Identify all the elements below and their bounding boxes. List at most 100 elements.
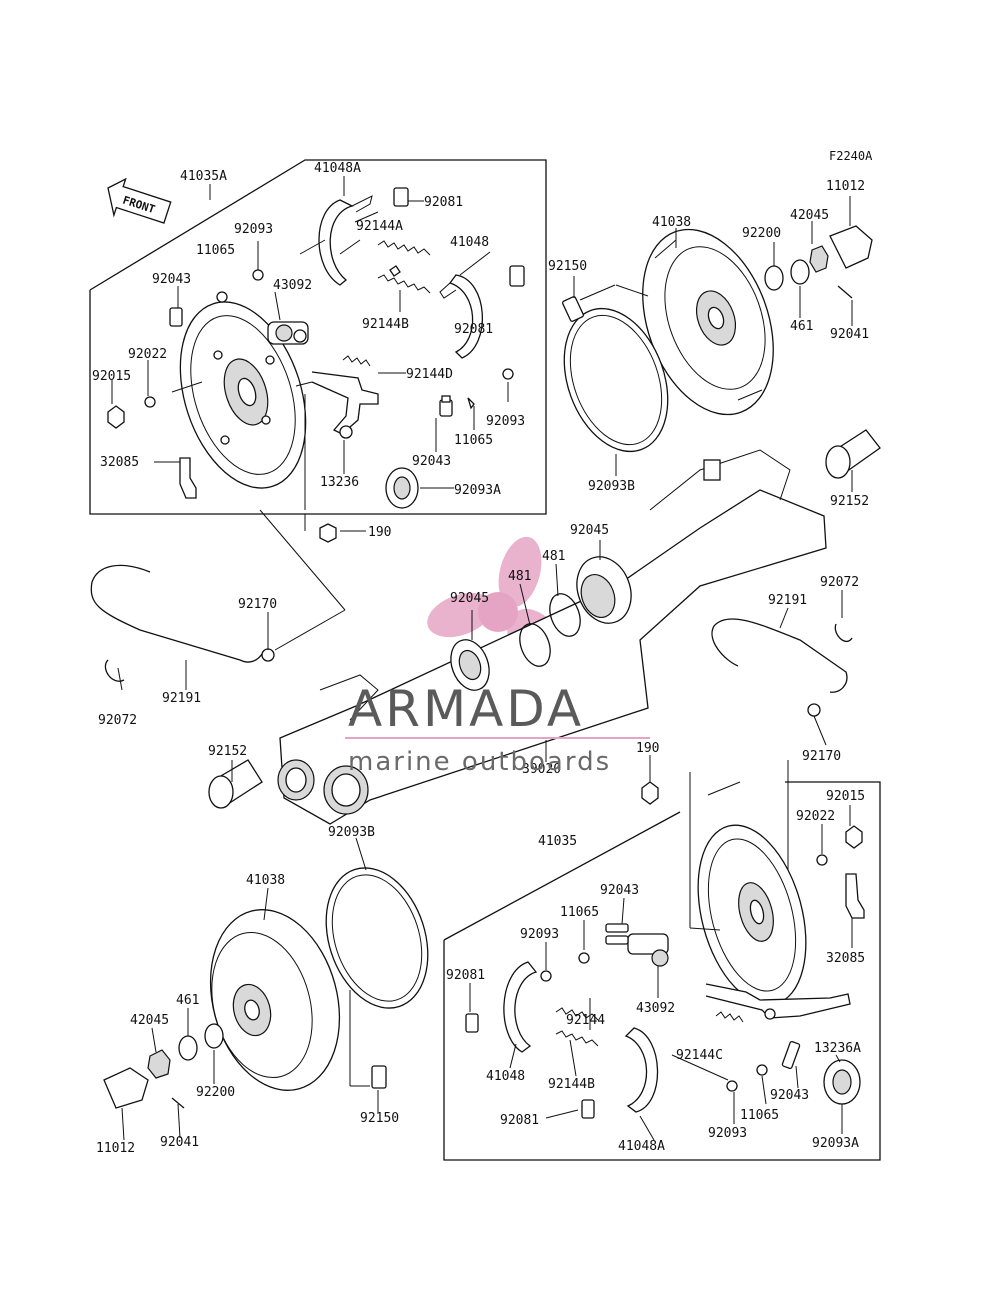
part-label: 11065 [196, 243, 235, 258]
part-label: 92200 [196, 1085, 235, 1100]
brake-shoe-41048 [439, 274, 483, 359]
part-label: 41048A [618, 1139, 665, 1154]
part-label: 92150 [360, 1111, 399, 1126]
part-label: 92081 [454, 322, 493, 337]
part-label: 481 [508, 569, 531, 584]
part-label: 190 [636, 741, 659, 756]
watermark-tagline: marine outboards [348, 747, 611, 777]
brake-panel-right [697, 824, 807, 1006]
part-label: 461 [790, 319, 813, 334]
part-label: 92093 [520, 927, 559, 942]
part-label: 92144C [676, 1048, 723, 1063]
part-label: 92072 [98, 713, 137, 728]
part-label: 92144A [356, 219, 403, 234]
part-label: 11012 [96, 1141, 135, 1156]
part-label: 41048 [486, 1069, 525, 1084]
breather-hose-right [711, 618, 853, 717]
part-label: 92144 [566, 1013, 605, 1028]
brake-drum-lower [209, 909, 341, 1091]
part-label: 92200 [742, 226, 781, 241]
part-label: 11012 [826, 179, 865, 194]
part-label: 92041 [830, 327, 869, 342]
seal-92093b-lower [325, 867, 429, 1009]
front-label: FRONT [121, 194, 157, 217]
part-label: 32085 [826, 951, 865, 966]
part-label: 92093A [812, 1136, 859, 1151]
brake-cam-43092 [267, 321, 309, 345]
part-label: 92144B [548, 1077, 595, 1092]
part-label: 41048A [314, 161, 361, 176]
part-label: 41035A [180, 169, 227, 184]
part-label: 92081 [446, 968, 485, 983]
part-label: 41038 [652, 215, 691, 230]
part-label: 92041 [160, 1135, 199, 1150]
bushing-92152-upper [825, 429, 881, 479]
part-label: 92093 [234, 222, 273, 237]
part-label: 481 [542, 549, 565, 564]
part-label: 190 [368, 525, 391, 540]
figure-code: F2240A [829, 149, 873, 163]
part-label: 92043 [152, 272, 191, 287]
part-label: 92072 [820, 575, 859, 590]
bottom-right-assembly-frame [443, 781, 881, 1161]
part-label: 92093 [486, 414, 525, 429]
part-label: 92152 [208, 744, 247, 759]
part-label: 461 [176, 993, 199, 1008]
part-label: 92081 [424, 195, 463, 210]
part-label: 92093 [708, 1126, 747, 1141]
brake-shoe-41048a [318, 195, 373, 286]
part-label: 92022 [796, 809, 835, 824]
part-label: 11065 [454, 433, 493, 448]
part-label: 92093A [454, 483, 501, 498]
springs-upper [342, 240, 431, 367]
axle-housing-39020 [277, 449, 827, 825]
brake-lever-13236 [311, 371, 379, 439]
part-label: 11065 [740, 1108, 779, 1123]
brake-cam-43092-lower [605, 933, 669, 967]
part-label: 92043 [770, 1088, 809, 1103]
part-label: 41035 [538, 834, 577, 849]
part-label: 43092 [636, 1001, 675, 1016]
part-label: 42045 [130, 1013, 169, 1028]
part-label: 92144B [362, 317, 409, 332]
small-parts-right [540, 825, 865, 1105]
part-number-labels: 41035A41048A92081920931106592144A4104892… [92, 161, 869, 1156]
part-label: 92015 [826, 789, 865, 804]
leader-lines [111, 176, 853, 1141]
brake-shoes-lower [465, 961, 659, 1119]
part-label: 92191 [768, 593, 807, 608]
part-label: 92045 [450, 591, 489, 606]
bushing-92152-lower [208, 759, 263, 809]
watermark-brand: ARMADA [348, 680, 584, 738]
part-label: 32085 [100, 455, 139, 470]
small-parts-left [107, 187, 525, 543]
part-label: 13236A [814, 1041, 861, 1056]
part-label: 92191 [162, 691, 201, 706]
part-label: 92093B [588, 479, 635, 494]
part-label: 13236 [320, 475, 359, 490]
part-label: 43092 [273, 278, 312, 293]
part-label: 39020 [522, 762, 561, 777]
part-label: 92043 [600, 883, 639, 898]
part-label: 42045 [790, 208, 829, 223]
part-label: 41038 [246, 873, 285, 888]
bearing-92045-left [450, 639, 490, 691]
hub-parts-lower [103, 781, 659, 1109]
part-label: 92043 [412, 454, 451, 469]
part-label: 41048 [450, 235, 489, 250]
brake-panel-left [179, 301, 307, 489]
seal-92093b-upper [563, 307, 669, 453]
part-label: 92022 [128, 347, 167, 362]
brake-drum-upper [642, 228, 774, 416]
part-label: 92170 [238, 597, 277, 612]
part-label: 11065 [560, 905, 599, 920]
part-label: 92150 [548, 259, 587, 274]
part-label: 92144D [406, 367, 453, 382]
brake-lever-13236a [705, 983, 851, 1020]
top-left-assembly-frame [89, 159, 547, 515]
hub-parts-upper [562, 225, 873, 322]
breather-hose-left [90, 564, 275, 682]
part-label: 92015 [92, 369, 131, 384]
